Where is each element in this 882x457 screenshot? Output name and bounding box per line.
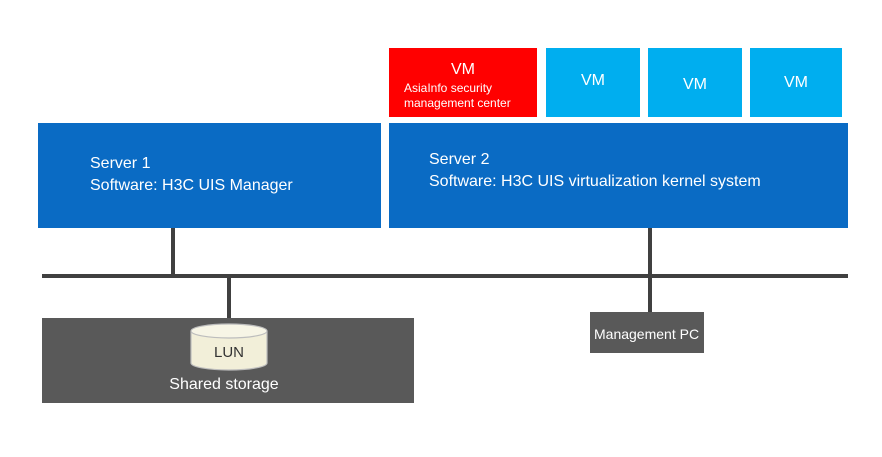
storage-link <box>227 278 231 319</box>
vm-box-3: VM <box>648 48 742 117</box>
vm-label-2: VM <box>581 71 605 89</box>
management-pc-box: Management PC <box>590 312 704 353</box>
server-2-software: Software: H3C UIS virtualization kernel … <box>429 173 761 190</box>
server-1-link <box>171 228 175 276</box>
management-pc-label: Management PC <box>594 326 700 342</box>
vm-box-2: VM <box>546 48 640 117</box>
vm-security-line2: management center <box>404 96 511 110</box>
vm-label-3: VM <box>683 75 707 93</box>
shared-storage-label: Shared storage <box>169 376 279 393</box>
server-2-name: Server 2 <box>429 151 490 168</box>
server-1-name: Server 1 <box>90 155 151 172</box>
server-1-box: Server 1 Software: H3C UIS Manager <box>38 123 381 228</box>
vm-label-4: VM <box>784 73 808 91</box>
vm-security-title: VM <box>451 61 475 78</box>
lun-cylinder-icon: LUN <box>190 323 268 371</box>
vm-security-line1: AsiaInfo security <box>404 81 493 95</box>
vm-box-4: VM <box>750 48 842 117</box>
vm-security-box: VM AsiaInfo security management center <box>389 48 537 117</box>
lun-label: LUN <box>214 344 244 361</box>
server-2-link <box>648 228 652 276</box>
management-pc-link <box>648 278 652 312</box>
network-bus <box>42 274 848 278</box>
server-2-box: Server 2 Software: H3C UIS virtualizatio… <box>389 123 848 228</box>
server-1-software: Software: H3C UIS Manager <box>90 177 293 194</box>
